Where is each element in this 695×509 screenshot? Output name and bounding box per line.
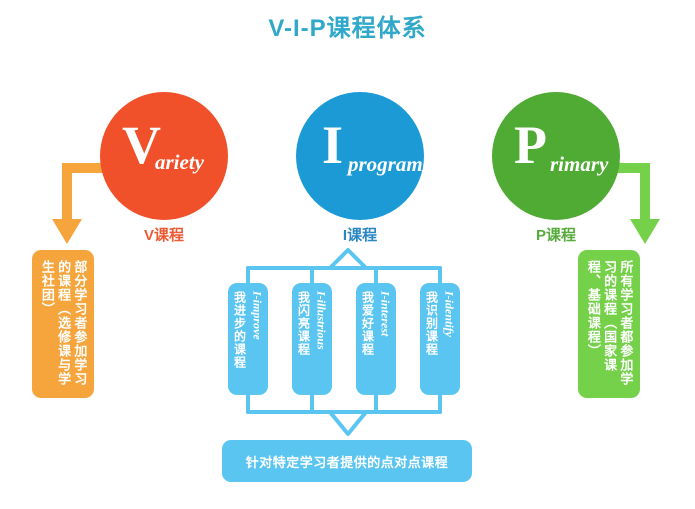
circle-program: I program: [296, 92, 424, 220]
circle-primary: P rimary: [492, 92, 620, 220]
side-box-national-line-3: 程、基础课程）: [585, 260, 601, 358]
sub-box-i-illustrious-zh: 我闪亮课程: [296, 291, 311, 356]
sub-box-i-interest-en: I-interest: [378, 291, 393, 337]
circle-variety-initial: V: [122, 115, 161, 175]
circle-variety-word: ariety: [155, 150, 204, 174]
sub-box-i-illustrious-en: I-illustrious: [314, 291, 329, 350]
caption-i-course: I课程: [342, 227, 378, 244]
sub-box-i-interest: I-interest 我爱好课程: [356, 283, 396, 395]
side-box-elective-line-1: 部分学习者参加学习: [72, 260, 88, 386]
sub-box-i-improve-zh: 我进步的课程: [232, 291, 247, 369]
sub-box-i-identify-en: I-identify: [442, 291, 457, 337]
side-box-national-line-2: 习的课程（国家课: [602, 260, 618, 372]
orange-arrow-horizontal: [62, 163, 112, 173]
page-title: V-I-P课程体系: [268, 15, 427, 42]
circle-program-word: program: [348, 152, 423, 176]
green-arrow-head-icon: [630, 219, 660, 244]
sub-box-i-improve-en: I-improve: [250, 291, 265, 340]
orange-arrow-vertical: [62, 163, 72, 221]
sub-box-i-identify-zh: 我识别课程: [424, 291, 439, 356]
caption-p-course: P课程: [535, 227, 576, 244]
side-box-elective-line-3: 生社团）: [39, 260, 55, 316]
sub-box-i-identify: I-identify 我识别课程: [420, 283, 460, 395]
green-arrow-horizontal: [600, 163, 650, 173]
side-box-national: 所有学习者都参加学 习的课程（国家课 程、基础课程）: [578, 250, 640, 398]
sub-box-i-interest-zh: 我爱好课程: [360, 291, 375, 356]
circle-primary-initial: P: [514, 115, 547, 175]
circle-program-initial: I: [322, 115, 344, 175]
sub-box-i-illustrious: I-illustrious 我闪亮课程: [292, 283, 332, 395]
circle-primary-word: rimary: [550, 152, 609, 176]
circle-variety: V ariety: [100, 92, 228, 220]
side-box-national-line-1: 所有学习者都参加学: [618, 260, 634, 386]
side-box-elective: 部分学习者参加学习 的课程（选修课与学 生社团）: [32, 250, 94, 398]
caption-v-course: V课程: [143, 227, 184, 244]
sub-box-i-improve: I-improve 我进步的课程: [228, 283, 268, 395]
green-arrow-vertical: [640, 163, 650, 221]
bottom-box-point-to-point: 针对特定学习者提供的点对点课程: [222, 440, 472, 482]
side-box-elective-line-2: 的课程（选修课与学: [56, 260, 72, 386]
orange-arrow-head-icon: [52, 219, 82, 244]
